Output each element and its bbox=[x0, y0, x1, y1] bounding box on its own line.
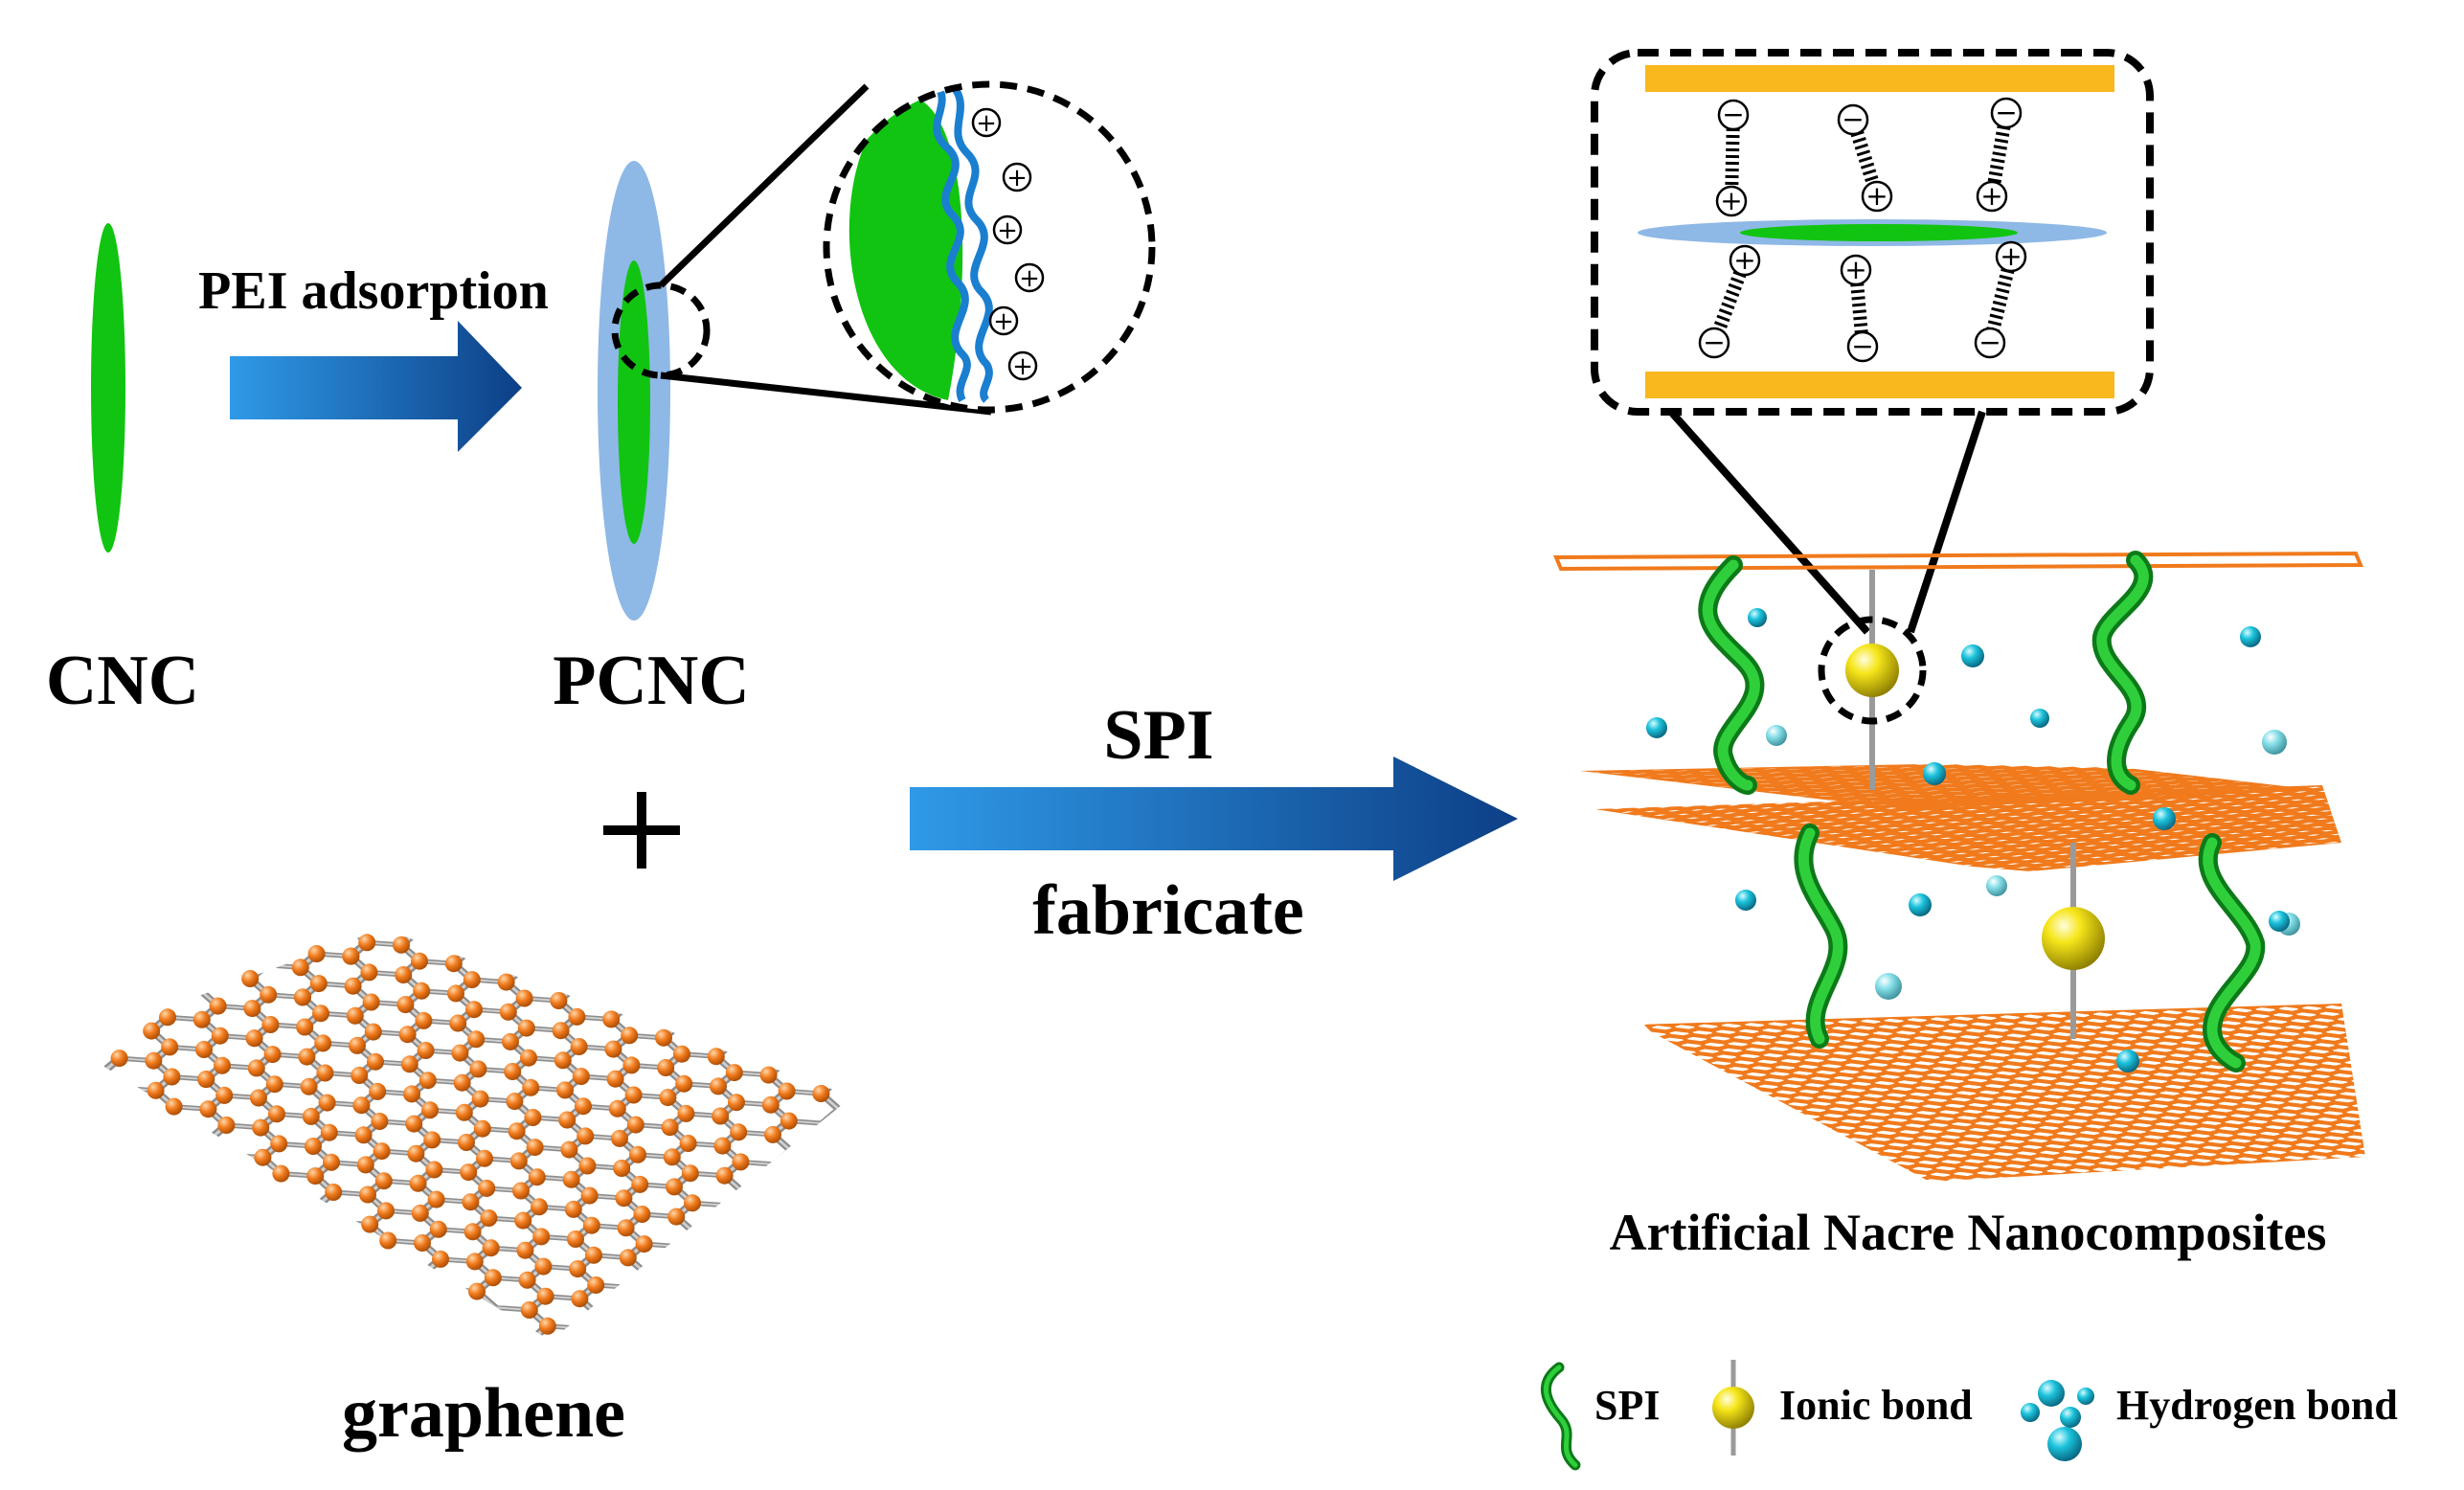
graphene-layer-top bbox=[1553, 551, 2363, 572]
zoom-line-top bbox=[658, 83, 870, 288]
inset-line-left bbox=[1668, 409, 1870, 635]
svg-text:−: − bbox=[1842, 103, 1864, 135]
svg-text:+: + bbox=[1844, 254, 1866, 285]
legend-hydrogen-bond: Hydrogen bond bbox=[2021, 1380, 2398, 1461]
positive-charges: + + + + + + bbox=[971, 107, 1045, 381]
nacre-bar-bottom bbox=[1645, 372, 2114, 398]
svg-text:+: + bbox=[1720, 185, 1742, 216]
spi-chains bbox=[1698, 551, 2266, 1072]
svg-text:+: + bbox=[1733, 244, 1755, 276]
zoom-line-bottom bbox=[660, 372, 992, 416]
nacre-bar-top bbox=[1645, 65, 2114, 92]
legend-hydrogen-bond-label: Hydrogen bond bbox=[2116, 1382, 2398, 1429]
svg-text:−: − bbox=[1978, 327, 2001, 358]
pcnc-cnc-core bbox=[618, 260, 650, 544]
graphene-atoms bbox=[110, 934, 830, 1335]
cnc-label: CNC bbox=[46, 642, 199, 720]
svg-text:+: + bbox=[1019, 264, 1040, 293]
ionic-bond-highlight bbox=[1818, 616, 1927, 725]
legend-spi: SPI bbox=[1540, 1362, 1660, 1471]
svg-text:+: + bbox=[1865, 180, 1888, 212]
graphene-label: graphene bbox=[342, 1374, 625, 1453]
pei-chain-1 bbox=[930, 84, 971, 402]
svg-text:−: − bbox=[1703, 327, 1725, 358]
nacre-title: Artificial Nacre Nanocomposites bbox=[1610, 1204, 2327, 1261]
spi-arrow-label: SPI bbox=[1103, 696, 1213, 775]
svg-text:−: − bbox=[1722, 99, 1744, 130]
svg-text:−: − bbox=[1851, 330, 1873, 362]
legend-ionic-bond: Ionic bond bbox=[1712, 1360, 1973, 1456]
ionic-bonds bbox=[1818, 570, 2105, 1039]
graphene-layer-bottom bbox=[1622, 972, 2464, 1244]
legend-spi-label: SPI bbox=[1594, 1382, 1660, 1429]
pei-adsorption-label: PEI adsorption bbox=[198, 261, 549, 321]
svg-text:+: + bbox=[2000, 240, 2022, 272]
inset-cnc-core bbox=[1740, 224, 2018, 241]
svg-text:+: + bbox=[993, 307, 1014, 336]
cnc-surface bbox=[848, 96, 963, 400]
inset-line-right bbox=[1907, 410, 1986, 634]
legend: SPI Ionic bond Hydrogen bond bbox=[1540, 1360, 2398, 1471]
legend-ionic-bond-label: Ionic bond bbox=[1779, 1382, 1973, 1429]
pcnc-magnified-view: + + + + + + bbox=[823, 80, 1156, 414]
svg-text:+: + bbox=[1012, 352, 1033, 381]
plus-sign bbox=[603, 792, 680, 869]
cnc-rod bbox=[91, 223, 125, 553]
pcnc-label: PCNC bbox=[553, 642, 750, 720]
legend-ionic-bond-icon bbox=[1712, 1387, 1754, 1429]
fabricate-label: fabricate bbox=[1032, 871, 1304, 950]
hydrogen-bonds bbox=[1646, 608, 2300, 1072]
pei-chain-2 bbox=[945, 84, 993, 403]
legend-hydrogen-bond-icon bbox=[2021, 1380, 2094, 1461]
svg-text:+: + bbox=[997, 216, 1018, 245]
ionic-interaction-inset: − + − + − + + − + − + − bbox=[1591, 49, 2154, 416]
fabricate-arrow bbox=[910, 756, 1518, 881]
pei-arrow bbox=[230, 321, 522, 452]
svg-text:+: + bbox=[976, 109, 997, 138]
graphene-layer-middle-front bbox=[1503, 779, 2464, 969]
svg-text:+: + bbox=[1980, 180, 2002, 212]
svg-text:+: + bbox=[1006, 164, 1028, 192]
svg-text:−: − bbox=[1995, 97, 2017, 128]
